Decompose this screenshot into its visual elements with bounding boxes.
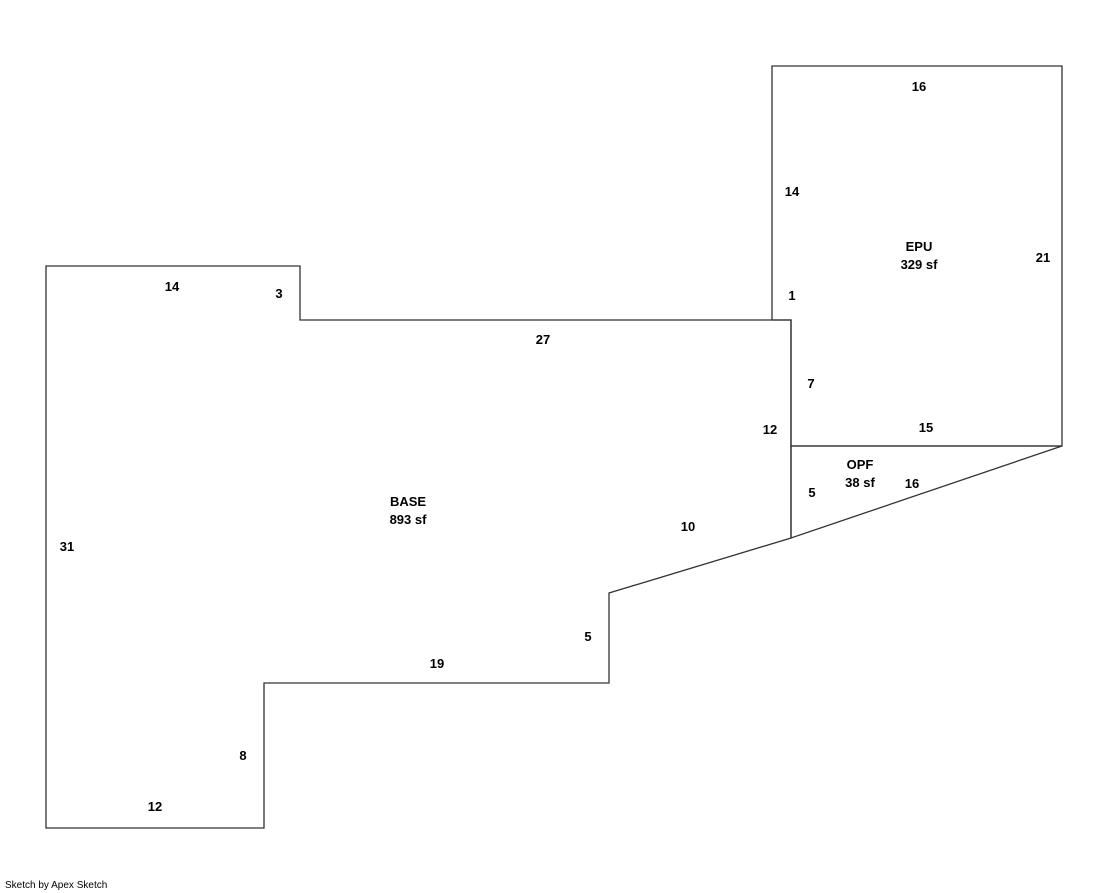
dimension-label: 12 xyxy=(147,799,163,814)
dimension-label: 14 xyxy=(164,279,180,294)
epu-area-size: 329 sf xyxy=(900,257,938,272)
dimension-label: 3 xyxy=(275,286,283,301)
dimension-label: 5 xyxy=(584,629,592,644)
dimension-label: 10 xyxy=(680,519,696,534)
dimension-label: 12 xyxy=(762,422,778,437)
opf-area-size: 38 sf xyxy=(845,475,875,490)
footer-credit: Sketch by Apex Sketch xyxy=(5,880,108,891)
epu-area-name: EPU xyxy=(905,239,933,254)
base-area-name: BASE xyxy=(389,494,427,509)
dimension-label: 7 xyxy=(807,376,815,391)
dimension-label: 14 xyxy=(784,184,800,199)
dimension-label: 5 xyxy=(808,485,816,500)
dimension-label: 8 xyxy=(239,748,247,763)
dimension-label: 15 xyxy=(918,420,934,435)
base-area-label: BASE 893 sf xyxy=(390,493,427,529)
dimension-label: 16 xyxy=(904,476,920,491)
dimension-label: 1 xyxy=(788,288,796,303)
dimension-label: 21 xyxy=(1035,250,1051,265)
opf-area-outline[interactable] xyxy=(790,445,1063,539)
dimension-label: 27 xyxy=(535,332,551,347)
dimension-label: 19 xyxy=(429,656,445,671)
dimension-label: 16 xyxy=(911,79,927,94)
epu-area-label: EPU 329 sf xyxy=(901,238,938,274)
opf-area-name: OPF xyxy=(846,457,874,472)
dimension-label: 31 xyxy=(59,539,75,554)
base-area-outline[interactable] xyxy=(45,265,792,829)
opf-area-label: OPF 38 sf xyxy=(845,456,875,492)
base-area-size: 893 sf xyxy=(389,512,427,527)
